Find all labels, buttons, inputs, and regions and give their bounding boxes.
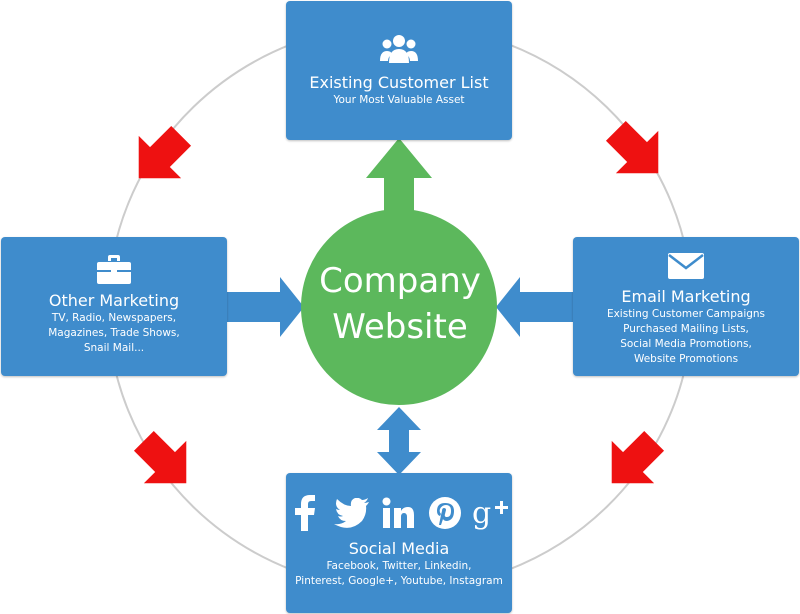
box-title: Other Marketing xyxy=(48,291,180,310)
box-line: Your Most Valuable Asset xyxy=(333,94,465,106)
cycle-arrow-top-right xyxy=(594,109,680,195)
briefcase-icon xyxy=(97,255,131,284)
facebook-icon xyxy=(286,493,325,533)
box-line: Magazines, Trade Shows, xyxy=(48,327,180,339)
cycle-arrow-top-left xyxy=(117,114,203,200)
box-line: Existing Customer Campaigns xyxy=(606,308,766,320)
existing-customer-list-box: Existing Customer List Your Most Valuabl… xyxy=(286,1,512,140)
box-line: Snail Mail... xyxy=(83,342,145,354)
box-title: Social Media xyxy=(348,539,450,558)
box-line: Social Media Promotions, xyxy=(620,338,752,350)
arrow-right-to-center xyxy=(496,277,574,337)
pinterest-icon xyxy=(426,493,465,533)
envelope-icon xyxy=(668,253,704,279)
box-line: Purchased Mailing Lists, xyxy=(623,323,749,335)
center-label: Company Website xyxy=(300,258,500,350)
center-label-line2: Website xyxy=(332,307,468,347)
box-line: TV, Radio, Newspapers, xyxy=(51,312,177,324)
google-plus-icon: g xyxy=(472,493,512,533)
box-line: Website Promotions xyxy=(633,353,739,365)
box-line: Pinterest, Google+, Youtube, Instagram xyxy=(295,575,503,587)
social-media-box: g Social Media Facebook, Twitter, Linked… xyxy=(286,473,512,613)
box-title: Existing Customer List xyxy=(309,73,489,92)
arrow-left-to-center xyxy=(226,277,304,337)
linkedin-icon xyxy=(379,493,418,533)
other-marketing-box: Other Marketing TV, Radio, Newspapers, M… xyxy=(1,237,227,376)
users-icon xyxy=(380,35,418,63)
center-label-line1: Company xyxy=(319,261,481,301)
arrow-center-bottom-bidirectional xyxy=(377,407,421,475)
center-circle xyxy=(301,209,497,405)
arrow-center-to-top xyxy=(366,138,432,220)
cycle-arrow-bottom-left xyxy=(122,419,208,505)
social-icons-row: g xyxy=(286,491,512,535)
box-title: Email Marketing xyxy=(621,287,751,306)
box-line: Facebook, Twitter, Linkedin, xyxy=(326,560,472,572)
svg-text:g: g xyxy=(472,496,491,531)
email-marketing-box: Email Marketing Existing Customer Campai… xyxy=(573,237,799,376)
twitter-icon xyxy=(333,493,372,533)
